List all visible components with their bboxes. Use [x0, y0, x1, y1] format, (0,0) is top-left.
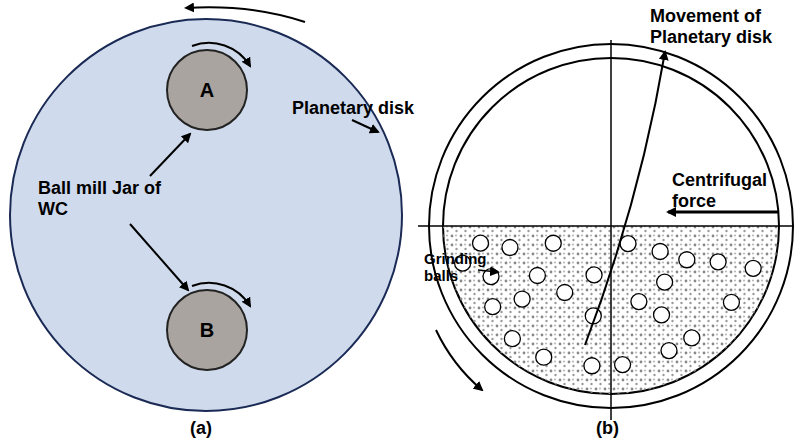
grinding-ball	[615, 357, 631, 373]
leader-arrow	[130, 224, 188, 290]
grinding-balls	[455, 235, 762, 374]
grinding-ball	[557, 285, 573, 301]
leader-arrow	[352, 120, 378, 132]
grinding-ball	[652, 243, 668, 259]
grinding-ball	[657, 274, 673, 290]
grinding-ball	[710, 254, 726, 270]
part-label: Ball mill Jar of WC	[38, 178, 168, 219]
grinding-ball	[529, 268, 545, 284]
jar-label: A	[200, 79, 214, 102]
panel-label: (a)	[190, 418, 230, 439]
force-arrow	[668, 211, 778, 214]
leader-arrow	[478, 270, 498, 272]
grinding-ball	[631, 294, 647, 310]
grinding-ball	[514, 291, 530, 307]
part-label: Planetary disk	[292, 98, 432, 119]
axis-line	[610, 40, 612, 420]
jar-label: B	[200, 319, 214, 342]
grinding-ball	[536, 349, 552, 365]
part-label: Grinding balls	[424, 250, 484, 285]
force-label: Centrifugal force	[672, 170, 782, 211]
axis-line	[418, 225, 794, 227]
grinding-ball	[684, 330, 700, 346]
grinding-ball	[545, 235, 561, 251]
rotation-arrow	[436, 330, 482, 390]
grinding-ball	[723, 294, 739, 310]
movement-arrow	[585, 52, 665, 345]
grinding-ball	[485, 299, 501, 315]
grinding-ball	[584, 358, 600, 374]
planetary-disk	[10, 19, 402, 411]
part-label: Movement of Planetary disk	[650, 6, 790, 47]
panel-label: (b)	[596, 418, 636, 439]
leader-arrow	[150, 134, 190, 176]
grinding-ball	[654, 307, 670, 323]
grinding-ball	[502, 240, 518, 256]
grinding-ball	[586, 267, 602, 283]
jar-circle: A	[166, 49, 248, 131]
rotation-arrow	[186, 7, 305, 22]
grinding-ball	[745, 260, 761, 276]
grinding-ball	[679, 252, 695, 268]
jar-circle: B	[166, 289, 248, 371]
grinding-ball	[661, 343, 677, 359]
grinding-ball	[504, 331, 520, 347]
grinding-ball	[473, 235, 489, 251]
